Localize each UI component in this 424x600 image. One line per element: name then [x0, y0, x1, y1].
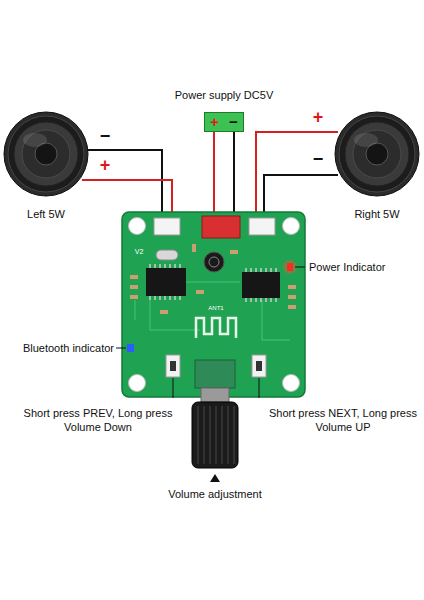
- polarity-mark: −: [224, 113, 243, 131]
- speaker: Right 5W: [334, 110, 420, 220]
- speaker-drawing: [3, 110, 89, 198]
- polarity-mark: +: [205, 113, 224, 131]
- speaker-label: Right 5W: [334, 208, 420, 220]
- board-marking: V2: [135, 247, 144, 256]
- callout-label: Power Indicator: [309, 260, 385, 274]
- callout-label: Short press PREV, Long press Volume Down: [18, 406, 178, 435]
- speaker: Left 5W: [3, 110, 89, 220]
- speaker-label: Left 5W: [3, 208, 89, 220]
- callout-label: Short press NEXT, Long press Volume UP: [268, 406, 418, 435]
- polarity-mark: −: [100, 125, 111, 148]
- polarity-mark: +: [313, 106, 324, 129]
- wires: [82, 132, 338, 220]
- pcb: [122, 212, 305, 397]
- pointer-triangle: [210, 474, 220, 482]
- callout-label: Volume adjustment: [168, 487, 262, 501]
- power-supply: Power supply DC5V +−: [175, 88, 273, 132]
- speaker-drawing: [334, 110, 420, 198]
- board-marking: ANT1: [208, 305, 223, 313]
- callout-label: Bluetooth indicator: [23, 341, 114, 355]
- power-box: +−: [204, 112, 244, 132]
- polarity-mark: +: [100, 154, 111, 177]
- node-title: Power supply DC5V: [175, 88, 273, 103]
- polarity-mark: −: [313, 148, 324, 171]
